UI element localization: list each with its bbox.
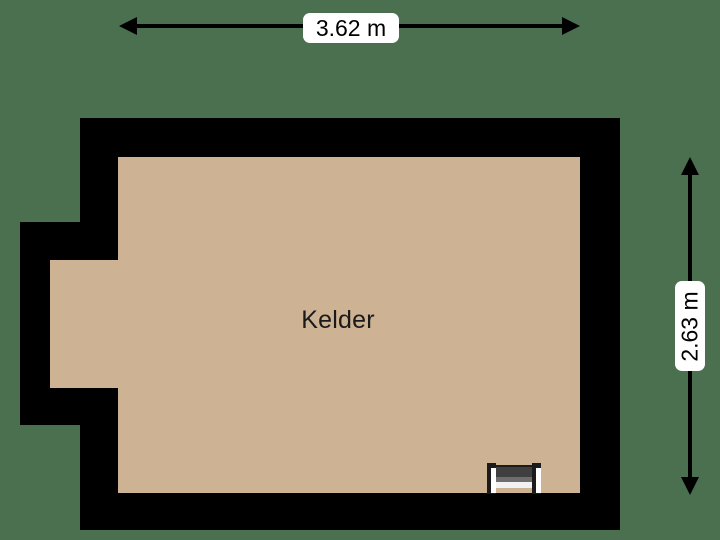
window-post-left-inner bbox=[491, 468, 496, 493]
arrow-left-icon bbox=[119, 17, 137, 35]
window-pane-mid bbox=[494, 477, 534, 482]
window-pane-light bbox=[494, 482, 534, 488]
window-post-right bbox=[532, 463, 541, 494]
height-dimension-value: 2.63 m bbox=[676, 290, 703, 362]
window-sill bbox=[494, 488, 534, 492]
width-dimension-value: 3.62 m bbox=[315, 14, 387, 41]
window-post-right-inner bbox=[536, 468, 541, 493]
alcove-floor bbox=[50, 260, 120, 388]
arrow-down-icon bbox=[681, 477, 699, 495]
width-dimension-label: 3.62 m bbox=[303, 13, 399, 43]
arrow-right-icon bbox=[562, 17, 580, 35]
room-label-kelder: Kelder bbox=[301, 306, 375, 334]
window-pane-dark bbox=[494, 467, 534, 477]
window-post-left bbox=[487, 463, 496, 494]
height-dimension-label: 2.63 m bbox=[675, 281, 705, 371]
window-symbol-icon[interactable] bbox=[487, 463, 541, 494]
main-room-floor bbox=[118, 157, 580, 493]
arrow-up-icon bbox=[681, 157, 699, 175]
